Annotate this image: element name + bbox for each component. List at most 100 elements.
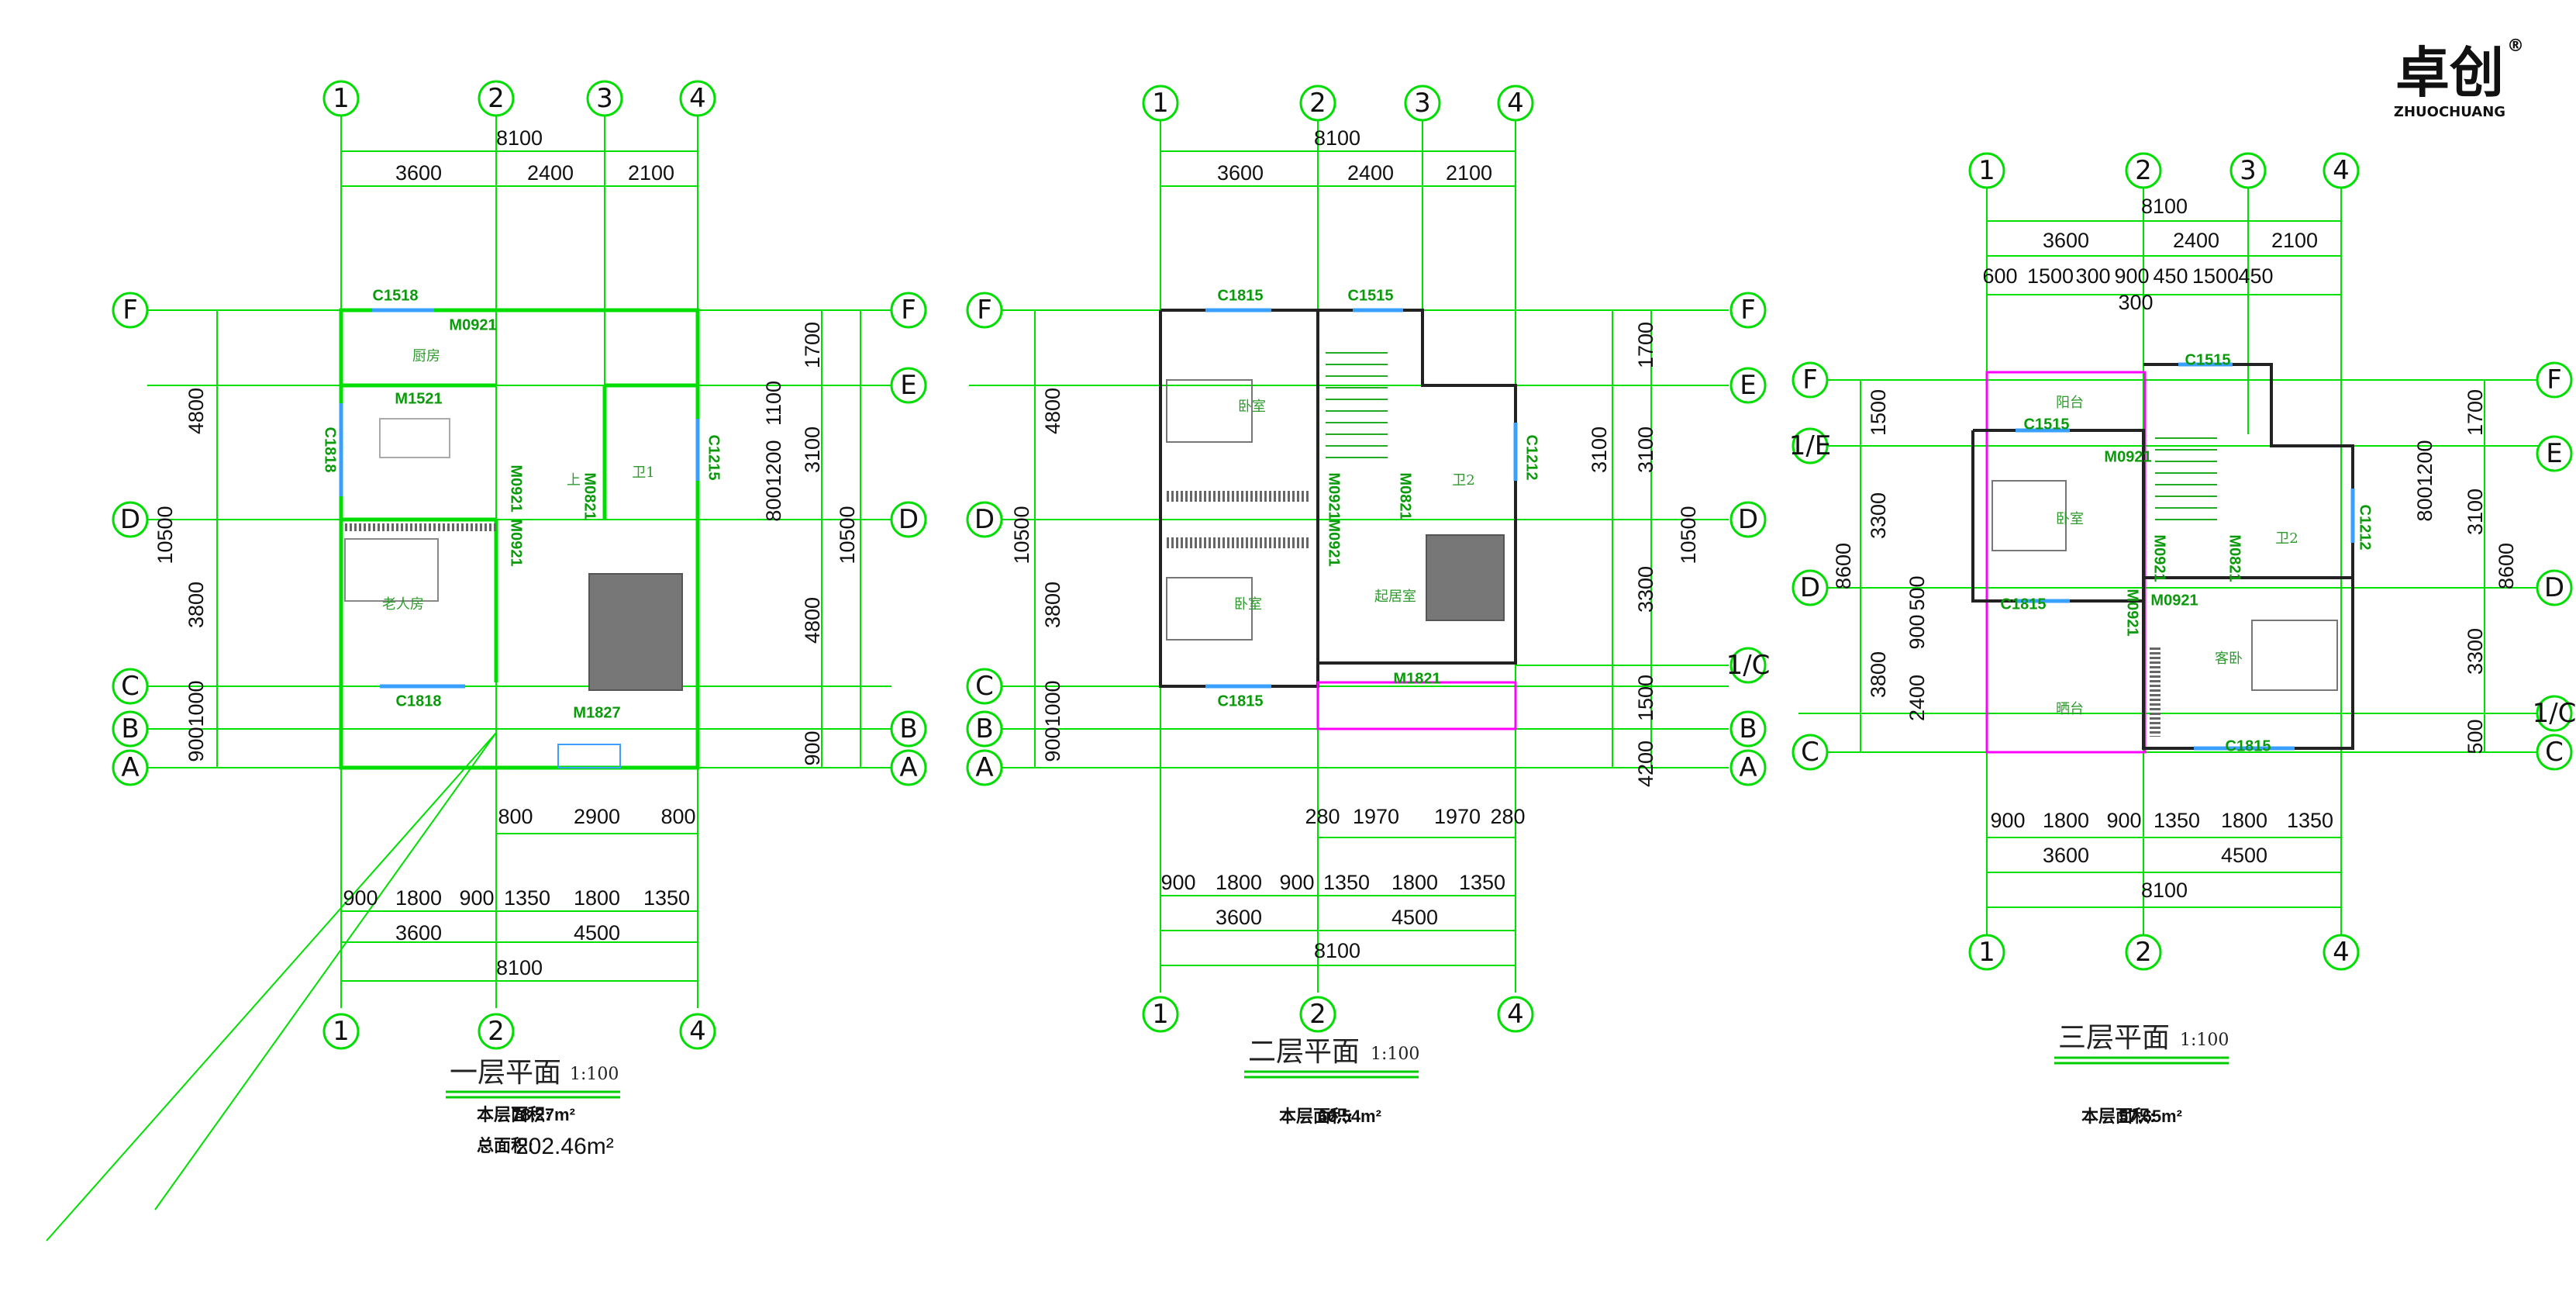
dim-500-left3: 500 bbox=[1905, 575, 1929, 610]
label-m0921-h: M0921 bbox=[2150, 592, 2198, 609]
dim-9001000-left2: 9001000 bbox=[1041, 680, 1064, 761]
label-m0921-i: M0921 bbox=[2124, 589, 2141, 636]
room-terrace: 晒台 bbox=[2056, 701, 2084, 717]
dim-2900: 2900 bbox=[574, 805, 620, 828]
dim-4500-bot: 4500 bbox=[574, 921, 620, 944]
label-c1215: C1215 bbox=[705, 435, 722, 481]
axis-D-right3: D bbox=[2544, 572, 2564, 603]
label-c1515-b: C1515 bbox=[2185, 351, 2231, 368]
plan3-area-label: 本层面积: bbox=[2081, 1107, 2155, 1126]
plan1-total: 202.46m² bbox=[516, 1134, 614, 1159]
dim-900-b2: 900 bbox=[459, 886, 494, 910]
dim-900-d1: 900 bbox=[1990, 809, 2025, 832]
plan2-area-label: 本层面积: bbox=[1279, 1107, 1353, 1126]
plan2-area: 66.54m² bbox=[1318, 1107, 1381, 1126]
axis-1-top: 1 bbox=[333, 83, 350, 114]
room-bedroom-a: 卧室 bbox=[1238, 399, 1266, 415]
label-m1521: M1521 bbox=[395, 390, 442, 407]
dim-1970-a: 1970 bbox=[1353, 805, 1399, 828]
axis-4-top3: 4 bbox=[2333, 155, 2350, 186]
plan1-total-label: 总面积: bbox=[477, 1136, 533, 1155]
dim-4200-right2: 4200 bbox=[1634, 741, 1657, 787]
label-c1212-b: C1212 bbox=[2357, 505, 2374, 551]
axis-A-left2: A bbox=[975, 752, 993, 783]
axis-4-top: 4 bbox=[689, 83, 706, 114]
room-bath2-a: 卫2 bbox=[1452, 472, 1474, 489]
dim-1350-b1: 1350 bbox=[504, 886, 550, 910]
dim-3800-left: 3800 bbox=[184, 582, 208, 628]
room-elder: 老人房 bbox=[382, 596, 424, 613]
label-c1815-b: C1815 bbox=[1218, 692, 1264, 710]
label-m0921-g: M0921 bbox=[2151, 534, 2168, 582]
axis-3-top2: 3 bbox=[1414, 88, 1431, 119]
axis-C-left2: C bbox=[975, 671, 994, 702]
axis-1-top2: 1 bbox=[1152, 88, 1169, 119]
plan-floor-1: 厨房 卫1 老人房 上 C1518 M0921 M1521 C1818 C121… bbox=[46, 80, 927, 1241]
dim-8600-right3: 8600 bbox=[2495, 543, 2518, 589]
label-m0821-c: M0821 bbox=[2226, 534, 2243, 582]
axis-B-right: B bbox=[899, 713, 917, 744]
label-c1515-c: C1515 bbox=[2024, 416, 2070, 433]
plan-floor-3: 阳台 卧室 卫2 客卧 晒台 C1515 C1515 M0921 C1212 M… bbox=[1789, 152, 2576, 1126]
axis-1-bot2: 1 bbox=[1152, 999, 1169, 1030]
axis-F-right3: F bbox=[2547, 364, 2562, 395]
axis-E-right: E bbox=[900, 370, 916, 401]
axis-B-left2: B bbox=[975, 713, 993, 744]
dim-900-c1: 900 bbox=[1160, 871, 1195, 894]
dim-10500-right: 10500 bbox=[836, 506, 859, 564]
axis-E-right3: E bbox=[2546, 438, 2562, 469]
dim-900-b1: 900 bbox=[343, 886, 378, 910]
axis-3-top: 3 bbox=[596, 83, 613, 114]
label-c1515-a: C1515 bbox=[1348, 287, 1394, 304]
plan1-title: 一层平面 bbox=[450, 1057, 561, 1089]
axis-F-left2: F bbox=[977, 295, 992, 326]
dim-280-a: 280 bbox=[1305, 805, 1340, 828]
axis-C-left3: C bbox=[1801, 737, 1819, 768]
dim-3600-top2: 3600 bbox=[1217, 161, 1264, 185]
axis-4-bot: 4 bbox=[689, 1016, 706, 1047]
dim-10500-right2: 10500 bbox=[1677, 506, 1700, 564]
label-m0821-b: M0821 bbox=[1397, 472, 1414, 520]
axis-F-left3: F bbox=[1802, 364, 1818, 395]
dim-500-right3: 500 bbox=[2464, 719, 2487, 754]
plan1-scale: 1:100 bbox=[570, 1065, 619, 1084]
axis-2-bot2: 2 bbox=[1309, 999, 1326, 1030]
dim-1100-right: 1100 bbox=[762, 381, 785, 426]
dim-8100-bot: 8100 bbox=[496, 956, 543, 979]
dim-900-c2: 900 bbox=[1279, 871, 1314, 894]
label-c1518: C1518 bbox=[373, 287, 419, 304]
dim-1800-c2: 1800 bbox=[1391, 871, 1438, 894]
axis-1-bot: 1 bbox=[333, 1016, 350, 1047]
axis-B-right2: B bbox=[1739, 713, 1757, 744]
dim-8100-top3: 8100 bbox=[2141, 195, 2188, 218]
dim-1500-top3a: 1500 bbox=[2027, 264, 2074, 288]
dim-1800-d1: 1800 bbox=[2043, 809, 2089, 832]
dim-1350-b2: 1350 bbox=[643, 886, 690, 910]
axis-A-left: A bbox=[121, 752, 139, 783]
dim-4500-bot3: 4500 bbox=[2221, 844, 2267, 867]
dim-4500-bot2: 4500 bbox=[1391, 906, 1438, 929]
axis-4-top2: 4 bbox=[1507, 88, 1524, 119]
axis-C-left: C bbox=[121, 671, 140, 702]
label-m1827: M1827 bbox=[573, 704, 620, 721]
dim-2400-left3: 2400 bbox=[1905, 675, 1929, 721]
axis-4-bot2: 4 bbox=[1507, 999, 1524, 1030]
axis-1-bot3: 1 bbox=[1978, 937, 1995, 968]
dim-4800-left: 4800 bbox=[184, 388, 208, 434]
label-up: 上 bbox=[567, 472, 581, 489]
axis-F-left: F bbox=[122, 295, 138, 326]
axis-2-top: 2 bbox=[488, 83, 505, 114]
axis-F-right2: F bbox=[1740, 295, 1756, 326]
dim-3100-right2b: 3100 bbox=[1634, 426, 1657, 473]
dim-8100-top: 8100 bbox=[496, 126, 543, 150]
axis-D-left3: D bbox=[1800, 572, 1820, 603]
dim-3100-right: 3100 bbox=[801, 426, 824, 473]
axis-1C-right3: 1/C bbox=[2533, 698, 2576, 729]
dim-8600-left3: 8600 bbox=[1832, 543, 1855, 589]
dim-1350-c1: 1350 bbox=[1323, 871, 1370, 894]
dim-4800-right: 4800 bbox=[801, 597, 824, 644]
dim-1700-right: 1700 bbox=[801, 322, 824, 368]
dim-3600-bot: 3600 bbox=[395, 921, 442, 944]
plan3-scale: 1:100 bbox=[2180, 1031, 2229, 1050]
dim-2400-top3: 2400 bbox=[2173, 229, 2219, 252]
